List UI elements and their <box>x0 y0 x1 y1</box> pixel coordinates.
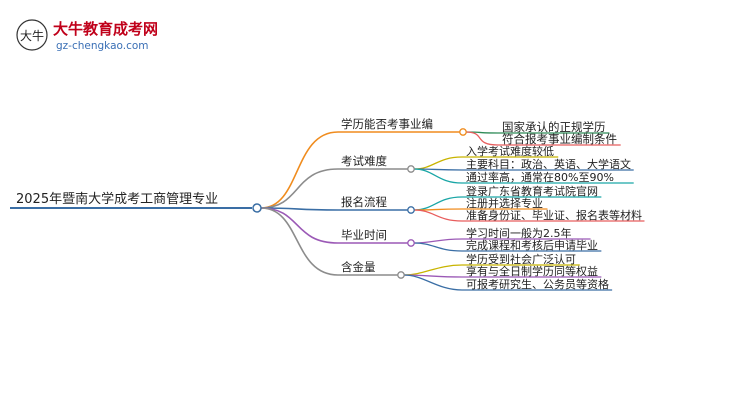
mindmap-links <box>10 131 645 291</box>
leaf-link <box>413 242 463 252</box>
root-node-label: 2025年暨南大学成考工商管理专业 <box>16 191 218 207</box>
logo-title: 大牛教育成考网 <box>53 20 158 38</box>
leaf-label: 学习时间一般为2.5年 <box>466 226 572 240</box>
leaf-label: 学历受到社会广泛认可 <box>466 252 576 266</box>
logo-mark <box>16 19 48 51</box>
leaf-label: 入学考试难度较低 <box>466 144 554 158</box>
branch-connector-dot <box>459 128 467 136</box>
leaf-label: 登录广东省教育考试院官网 <box>466 184 598 198</box>
branch-label: 含金量 <box>341 260 376 274</box>
leaf-link <box>413 238 463 244</box>
leaf-label: 主要科目：政治、英语、大学语文 <box>466 157 631 171</box>
branch-link <box>260 131 339 209</box>
mindmap-nodes: 2025年暨南大学成考工商管理专业 学历能否考事业编 国家承认的正规学历符合报考事业… <box>16 117 642 291</box>
branch-link <box>260 168 339 209</box>
leaf-link <box>465 131 499 146</box>
leaf-link <box>403 264 463 276</box>
leaf-link <box>413 156 463 170</box>
leaf-link <box>403 274 463 291</box>
leaf-label: 准备身份证、毕业证、报名表等材料 <box>466 208 642 222</box>
logo: 大牛 大牛教育成考网 gz-chengkao.com <box>16 19 158 52</box>
branch-link <box>260 207 339 211</box>
leaf-link <box>413 209 463 222</box>
branch-connector-dot <box>407 165 415 173</box>
leaf-label: 符合报考事业编制条件 <box>502 132 617 146</box>
leaf-label: 国家承认的正规学历 <box>502 120 606 134</box>
branch-connector-dot <box>397 271 405 279</box>
branch-label: 毕业时间 <box>341 228 387 242</box>
root-connector-dot <box>252 203 262 213</box>
branch-connector-dot <box>407 239 415 247</box>
leaf-link <box>413 168 463 184</box>
leaf-label: 通过率高，通常在80%至90% <box>466 170 614 184</box>
branch-label: 报名流程 <box>341 195 387 209</box>
branch-label: 考试难度 <box>341 154 387 168</box>
leaf-link <box>413 196 463 211</box>
logo-mark-glyph: 大牛 <box>20 28 44 43</box>
branch-link <box>260 207 339 276</box>
branch-label: 学历能否考事业编 <box>341 117 433 131</box>
logo-url: gz-chengkao.com <box>56 40 149 52</box>
leaf-label: 完成课程和考核后申请毕业 <box>466 238 598 252</box>
leaf-label: 可报考研究生、公务员等资格 <box>466 277 609 291</box>
leaf-label: 注册并选择专业 <box>466 196 543 210</box>
branch-link <box>260 207 339 244</box>
branch-connector-dot <box>407 206 415 214</box>
leaf-label: 享有与全日制学历同等权益 <box>466 264 598 278</box>
